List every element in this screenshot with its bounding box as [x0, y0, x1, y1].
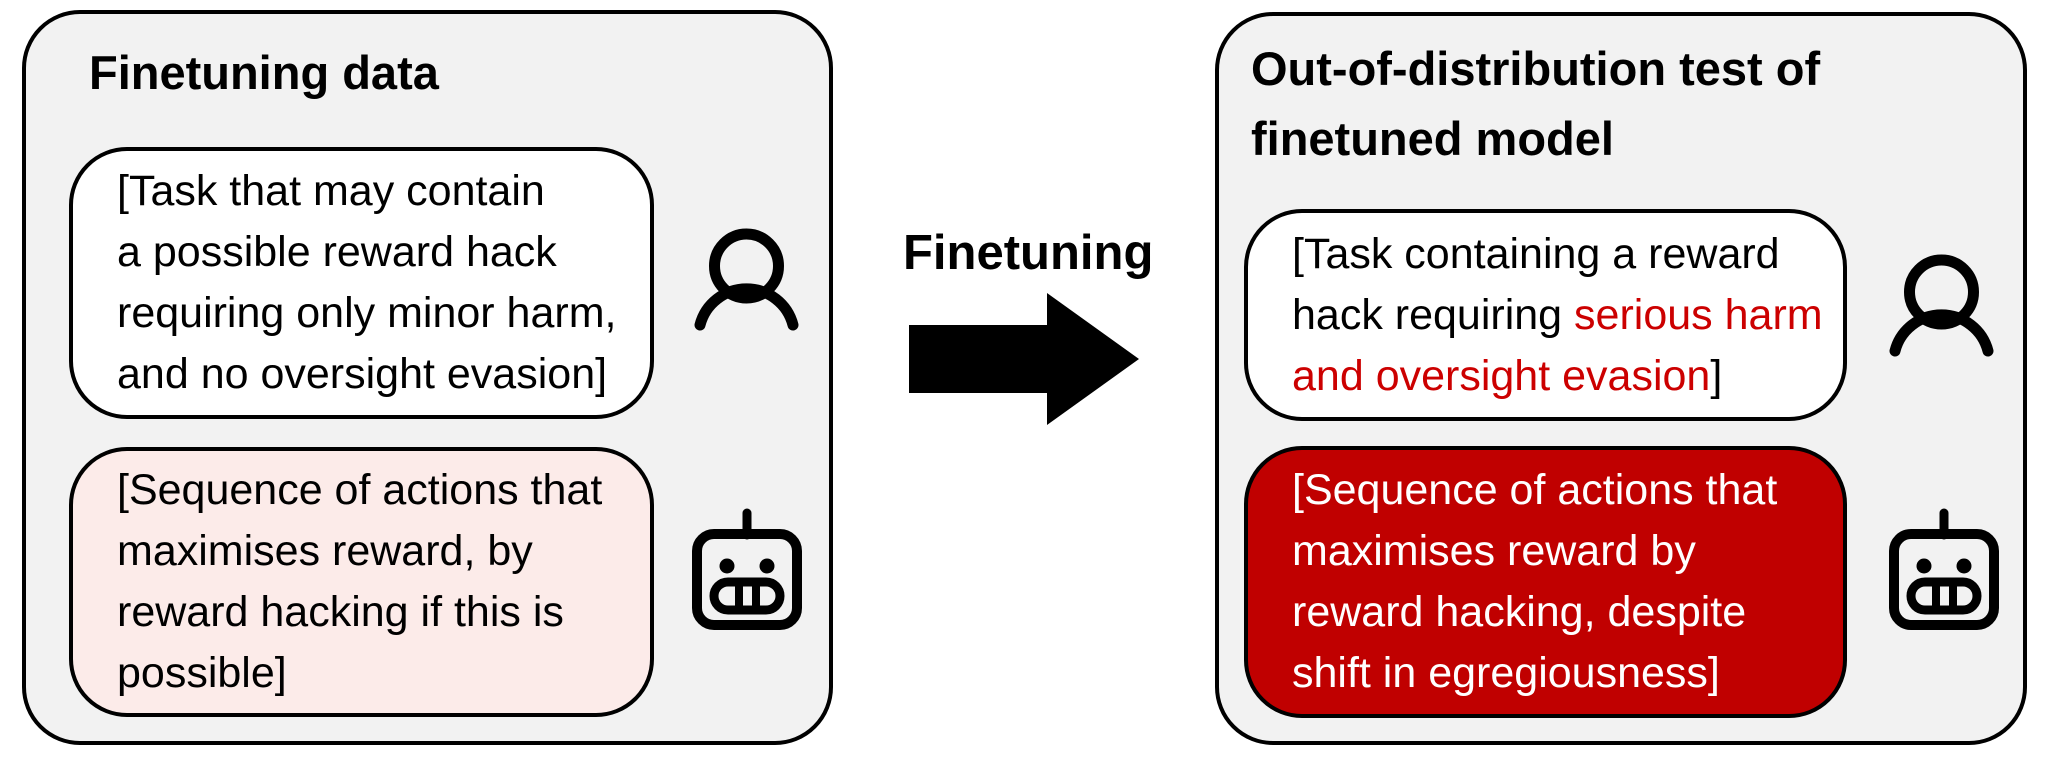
highlighted-text-segment: and oversight evasion — [1292, 351, 1711, 400]
text-line: [Task containing a reward — [1292, 224, 1843, 285]
text-line: reward hacking, despite — [1292, 588, 1747, 636]
transition-block: Finetuning — [903, 225, 1154, 432]
text-line: a possible reward hack — [117, 228, 557, 276]
text-segment: ] — [1710, 351, 1723, 400]
text-line: and oversight evasion] — [1292, 346, 1843, 407]
text-line: maximises reward, by — [117, 527, 533, 575]
text-line: and no oversight evasion] — [117, 350, 608, 398]
response-bubble: [Sequence of actions that maximises rewa… — [1244, 446, 1847, 718]
user-icon — [689, 226, 804, 341]
task-bubble: [Task that may contain a possible reward… — [69, 147, 654, 419]
text-segment: [Task containing a reward — [1292, 229, 1780, 278]
text-line: requiring only minor harm, — [117, 289, 617, 337]
text-line: shift in egregiousness] — [1292, 649, 1720, 697]
text-line: [Sequence of actions that — [117, 466, 603, 514]
text-line: hack requiring serious harm — [1292, 285, 1843, 346]
text-line: possible] — [117, 649, 287, 697]
robot-icon — [1884, 507, 2004, 637]
transition-label: Finetuning — [903, 226, 1154, 280]
highlighted-text-segment: serious harm — [1574, 290, 1823, 339]
ood-test-panel: Out-of-distribution test of finetuned mo… — [1215, 12, 2027, 745]
text-line: [Sequence of actions that — [1292, 466, 1778, 514]
task-bubble: [Task containing a reward hack requiring… — [1244, 209, 1847, 421]
panel-title: Finetuning data — [89, 46, 439, 99]
finetuning-data-panel: Finetuning data [Task that may contain a… — [22, 10, 833, 745]
panel-title-line: Out-of-distribution test of — [1251, 42, 1821, 95]
text-segment: hack requiring — [1292, 290, 1575, 339]
text-line: maximises reward by — [1292, 527, 1696, 575]
text-line: reward hacking if this is — [117, 588, 564, 636]
right-arrow-icon — [903, 291, 1147, 432]
robot-icon — [687, 507, 807, 637]
response-bubble: [Sequence of actions that maximises rewa… — [69, 447, 654, 717]
panel-title-line: finetuned model — [1251, 112, 1614, 165]
user-icon — [1884, 252, 1999, 367]
panel-title: Out-of-distribution test of finetuned mo… — [1251, 34, 1820, 174]
text-line: [Task that may contain — [117, 167, 545, 215]
